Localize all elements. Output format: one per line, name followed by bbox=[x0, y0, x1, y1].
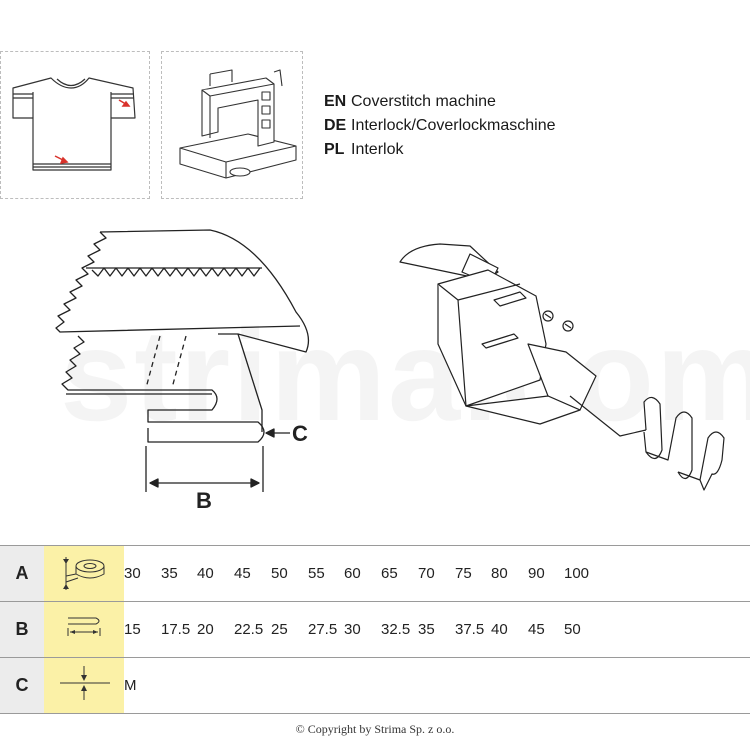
value-b: 30 bbox=[344, 620, 361, 638]
value-b: 27.5 bbox=[308, 620, 338, 638]
row-label-b: B bbox=[0, 601, 44, 658]
language-pl: PL Interlok bbox=[324, 138, 403, 162]
garment-panel bbox=[0, 51, 150, 199]
language-code: DE bbox=[324, 117, 347, 134]
row-values-b: 15 17.5 20 22.5 25 27.5 30 32.5 35 37.5 40 45 50 bbox=[124, 601, 750, 658]
value-a: 70 bbox=[418, 564, 435, 582]
value-a: 40 bbox=[197, 564, 214, 582]
value-a: 30 bbox=[124, 564, 141, 582]
dimension-b-label: B bbox=[196, 488, 212, 513]
dimension-c-label: C bbox=[292, 421, 308, 446]
spec-table: A 30 35 40 45 50 55 60 65 70 75 80 90 100 B bbox=[0, 545, 750, 714]
value-b: 32.5 bbox=[381, 620, 411, 638]
language-text: Interlock/Coverlockmaschine bbox=[351, 117, 556, 134]
value-a: 60 bbox=[344, 564, 361, 582]
technical-drawing: B C bbox=[55, 229, 725, 513]
row-label-c: C bbox=[0, 657, 44, 714]
value-a: 90 bbox=[528, 564, 545, 582]
value-b: 17.5 bbox=[161, 620, 191, 638]
value-a: 50 bbox=[271, 564, 288, 582]
value-b: 25 bbox=[271, 620, 288, 638]
spec-row-a: A 30 35 40 45 50 55 60 65 70 75 80 90 100 bbox=[0, 545, 750, 602]
row-values-a: 30 35 40 45 50 55 60 65 70 75 80 90 100 bbox=[124, 545, 750, 602]
language-code: EN bbox=[324, 93, 347, 110]
value-a: 45 bbox=[234, 564, 251, 582]
value-b: 35 bbox=[418, 620, 435, 638]
t-shirt-icon bbox=[12, 77, 136, 171]
folded-width-icon bbox=[44, 601, 124, 658]
binder-attachment bbox=[399, 243, 725, 491]
machine-panel bbox=[161, 51, 303, 199]
spec-row-c: C M bbox=[0, 657, 750, 714]
value-b: 15 bbox=[124, 620, 141, 638]
copyright-text: © Copyright by Strima Sp. z o.o. bbox=[295, 722, 455, 736]
fold-diagram bbox=[55, 229, 310, 492]
value-a: 35 bbox=[161, 564, 178, 582]
value-a: 100 bbox=[564, 564, 590, 582]
value-a: 55 bbox=[308, 564, 325, 582]
value-b: 37.5 bbox=[455, 620, 485, 638]
language-code: PL bbox=[324, 141, 345, 158]
row-values-c: M bbox=[124, 657, 750, 714]
spec-row-b: B 15 17.5 20 22.5 25 27.5 30 32.5 35 37.5 40 45 50 bbox=[0, 601, 750, 658]
value-a: 80 bbox=[491, 564, 508, 582]
coverstitch-machine-icon bbox=[179, 69, 297, 179]
tape-roll-icon bbox=[44, 545, 124, 602]
thickness-icon bbox=[44, 657, 124, 714]
row-label-a: A bbox=[0, 545, 44, 602]
value-b: 22.5 bbox=[234, 620, 264, 638]
value-b: 20 bbox=[197, 620, 214, 638]
language-text: Interlok bbox=[351, 141, 404, 158]
value-b: 50 bbox=[564, 620, 581, 638]
value-a: 75 bbox=[455, 564, 472, 582]
value-c: M bbox=[124, 676, 137, 694]
value-b: 40 bbox=[491, 620, 508, 638]
language-text: Coverstitch machine bbox=[351, 93, 496, 110]
value-b: 45 bbox=[528, 620, 545, 638]
value-a: 65 bbox=[381, 564, 398, 582]
